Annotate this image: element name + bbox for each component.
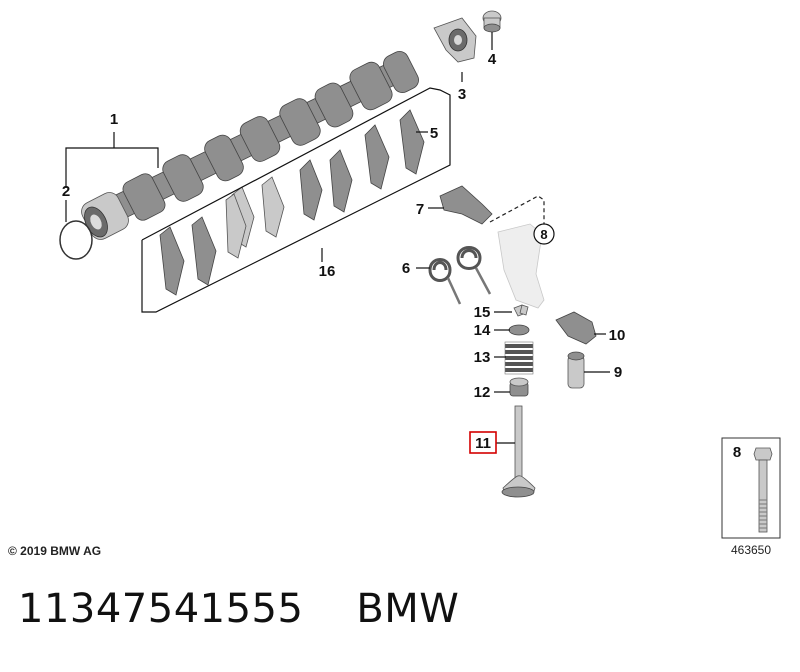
inset-label: 8	[733, 444, 741, 461]
bolt-icon	[753, 447, 773, 533]
callout-8-ref[interactable]: 8	[533, 223, 555, 245]
part-number: 11347541555	[18, 586, 304, 632]
callout-10[interactable]: 10	[609, 327, 626, 344]
callout-14[interactable]: 14	[474, 322, 491, 339]
callout-15[interactable]: 15	[474, 304, 491, 321]
spring-retainer	[508, 324, 530, 336]
caption-gap	[303, 586, 356, 632]
callout-9[interactable]: 9	[614, 364, 622, 381]
callout-8[interactable]: 8	[540, 227, 547, 242]
hydraulic-lash-adjuster	[567, 351, 585, 389]
inset-panel: 8	[721, 437, 781, 539]
callout-6[interactable]: 6	[402, 260, 410, 277]
trigger-wheel	[433, 17, 477, 63]
callout-5[interactable]: 5	[430, 125, 438, 142]
callout-leaders	[65, 32, 610, 444]
callout-7[interactable]: 7	[416, 201, 424, 218]
exhaust-valve	[501, 405, 536, 498]
valve-keepers	[513, 304, 529, 317]
callout-13[interactable]: 13	[474, 349, 491, 366]
callout-2[interactable]: 2	[62, 183, 70, 200]
ghost-rocker-arm	[497, 223, 545, 309]
brand-name: BMW	[356, 586, 460, 632]
camshaft	[81, 50, 419, 240]
valve-stem-seal	[509, 377, 529, 397]
callout-12[interactable]: 12	[474, 384, 491, 401]
seal-ring	[59, 220, 93, 260]
rocker-arm	[555, 311, 597, 345]
valve-spring	[504, 341, 534, 375]
torsion-springs	[428, 246, 492, 305]
callout-4[interactable]: 4	[488, 51, 497, 68]
roller-followers-upper	[231, 109, 425, 248]
callout-11[interactable]: 11	[475, 435, 491, 452]
sealing-plug	[482, 10, 502, 33]
reference-bracket-8	[489, 195, 545, 240]
copyright: © 2019 BMW AG	[8, 544, 101, 558]
callout-3[interactable]: 3	[458, 86, 466, 103]
callout-11-highlight	[469, 431, 497, 454]
callout-1[interactable]: 1	[110, 111, 118, 128]
part-caption: 11347541555 BMW	[18, 586, 459, 632]
callout-16[interactable]: 16	[319, 263, 336, 280]
figure-number: 463650	[731, 543, 771, 557]
group-bracket-16	[141, 87, 451, 313]
roller-followers-lower	[159, 193, 247, 296]
spacer	[439, 185, 493, 225]
